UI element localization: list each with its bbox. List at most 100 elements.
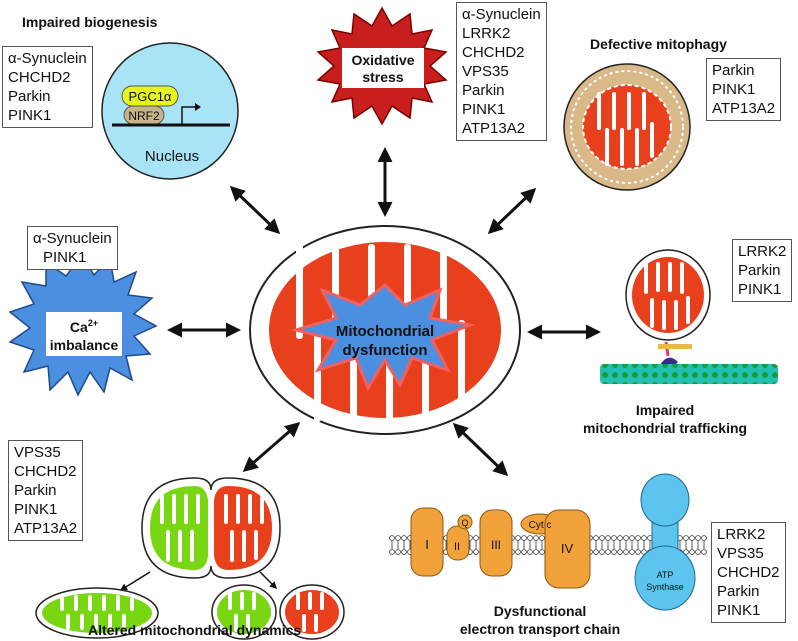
- lipid-head: [623, 549, 629, 555]
- gene-label: PINK1: [712, 81, 756, 98]
- lipid-head: [389, 535, 395, 541]
- dynamics-title: Altered mitochondrial dynamics: [88, 622, 302, 638]
- etc-gene-box: LRRK2 VPS35 CHCHD2 Parkin PINK1: [711, 522, 786, 623]
- lipid-head: [683, 549, 689, 555]
- biogenesis-gene-box: α-Synuclein CHCHD2 Parkin PINK1: [2, 46, 93, 128]
- etc-title-2: electron transport chain: [459, 621, 621, 637]
- gene-label: PINK1: [14, 501, 58, 518]
- lipid-head: [629, 549, 635, 555]
- gene-label: ATP13A2: [14, 520, 78, 537]
- lipid-head: [389, 549, 395, 555]
- lipid-head: [599, 549, 605, 555]
- complex-III-icon: [479, 509, 513, 577]
- complex-IV-label: IV: [561, 541, 574, 556]
- center-label-2: dysfunction: [343, 342, 428, 359]
- lipid-head: [473, 549, 479, 555]
- lipid-head: [605, 535, 611, 541]
- complex-III-label: III: [491, 538, 501, 552]
- gene-label: LRRK2: [717, 526, 766, 543]
- fusing-mitochondria-icon: [141, 477, 281, 579]
- gene-label: CHCHD2: [14, 463, 77, 480]
- gene-label: LRRK2: [738, 243, 787, 260]
- lipid-head: [521, 549, 527, 555]
- gene-label: α-Synuclein: [462, 6, 541, 23]
- central-mitochondrion: [249, 225, 521, 435]
- lipid-head: [689, 535, 695, 541]
- lipid-head: [533, 535, 539, 541]
- trafficking-title-2: mitochondrial trafficking: [582, 420, 748, 436]
- lipid-head: [617, 535, 623, 541]
- fused-green-mitochondrion-icon: [35, 587, 159, 639]
- atp-synthase-label-1: ATP: [657, 570, 674, 580]
- lipid-head: [473, 535, 479, 541]
- gene-label: PINK1: [738, 281, 782, 298]
- lipid-head: [593, 535, 599, 541]
- etc-title-1: Dysfunctional: [493, 603, 587, 619]
- trafficking-gene-box: LRRK2 Parkin PINK1: [732, 239, 793, 302]
- complex-I-icon: [410, 507, 444, 577]
- lipid-head: [527, 549, 533, 555]
- lipid-head: [611, 549, 617, 555]
- lipid-head: [641, 549, 647, 555]
- gene-label: Parkin: [462, 82, 505, 99]
- gene-label: Parkin: [14, 482, 57, 499]
- biogenesis-title: Impaired biogenesis: [22, 14, 158, 30]
- calcium-label-bg: [46, 312, 122, 356]
- lipid-head: [695, 549, 701, 555]
- lipid-head: [623, 535, 629, 541]
- ubiquinone-label: Q: [461, 518, 468, 528]
- lipid-head: [401, 549, 407, 555]
- dynamics-gene-box: VPS35 CHCHD2 Parkin PINK1 ATP13A2: [8, 440, 84, 541]
- microtubule-icon: [600, 364, 778, 384]
- gene-label: CHCHD2: [462, 44, 525, 61]
- lipid-head: [641, 535, 647, 541]
- calcium-label-2: imbalance: [50, 337, 119, 353]
- lipid-head: [593, 549, 599, 555]
- gene-label: VPS35: [717, 545, 764, 562]
- lipid-head: [527, 535, 533, 541]
- lipid-head: [395, 535, 401, 541]
- gene-label: Parkin: [712, 62, 755, 79]
- gene-label: PINK1: [43, 249, 87, 266]
- arrow-etc: [452, 422, 509, 477]
- gene-label: ATP13A2: [712, 100, 776, 117]
- gene-label: ATP13A2: [462, 120, 526, 137]
- oxidative-label-bg: [342, 48, 424, 88]
- pgc-label: PGC1α: [129, 89, 172, 104]
- center-label-1: Mitochondrial: [336, 323, 434, 340]
- gene-label: LRRK2: [462, 25, 511, 42]
- mitophagy-gene-box: Parkin PINK1 ATP13A2: [706, 58, 782, 121]
- lipid-head: [515, 535, 521, 541]
- trafficking-mitochondrion-icon: [625, 249, 711, 341]
- complex-I-label: I: [425, 537, 429, 552]
- oxidative-gene-box: α-Synuclein LRRK2 CHCHD2 VPS35 Parkin PI…: [456, 2, 547, 141]
- lipid-head: [515, 549, 521, 555]
- gene-label: Parkin: [717, 583, 760, 600]
- gene-label: PINK1: [8, 107, 52, 124]
- complex-II-icon: [446, 514, 473, 561]
- cytochrome-c-label: Cyt c: [529, 520, 552, 531]
- arrow-dynamics: [242, 422, 301, 472]
- gene-label: VPS35: [14, 444, 61, 461]
- lipid-head: [701, 549, 707, 555]
- fission-arrows: [119, 571, 278, 591]
- arrow-biogenesis: [229, 185, 281, 235]
- fission-green-mitochondrion-icon: [211, 584, 277, 640]
- nucleus-label: Nucleus: [145, 148, 199, 165]
- gene-label: α-Synuclein: [33, 230, 112, 247]
- nrf-label: NRF2: [128, 109, 160, 123]
- lipid-head: [701, 535, 707, 541]
- oxidative-label-1: Oxidative: [351, 52, 414, 68]
- lipid-head: [689, 549, 695, 555]
- atp-synthase-label-2: Synthase: [646, 582, 684, 592]
- atp-synthase-icon: [634, 473, 696, 611]
- arrow-mitophagy: [487, 187, 537, 235]
- lipid-head: [401, 535, 407, 541]
- nucleus-icon: [101, 42, 239, 180]
- lipid-head: [533, 549, 539, 555]
- lipid-head: [395, 549, 401, 555]
- fission-red-mitochondrion-icon: [279, 584, 345, 640]
- lipid-head: [539, 549, 545, 555]
- oxidative-label-2: stress: [362, 69, 403, 85]
